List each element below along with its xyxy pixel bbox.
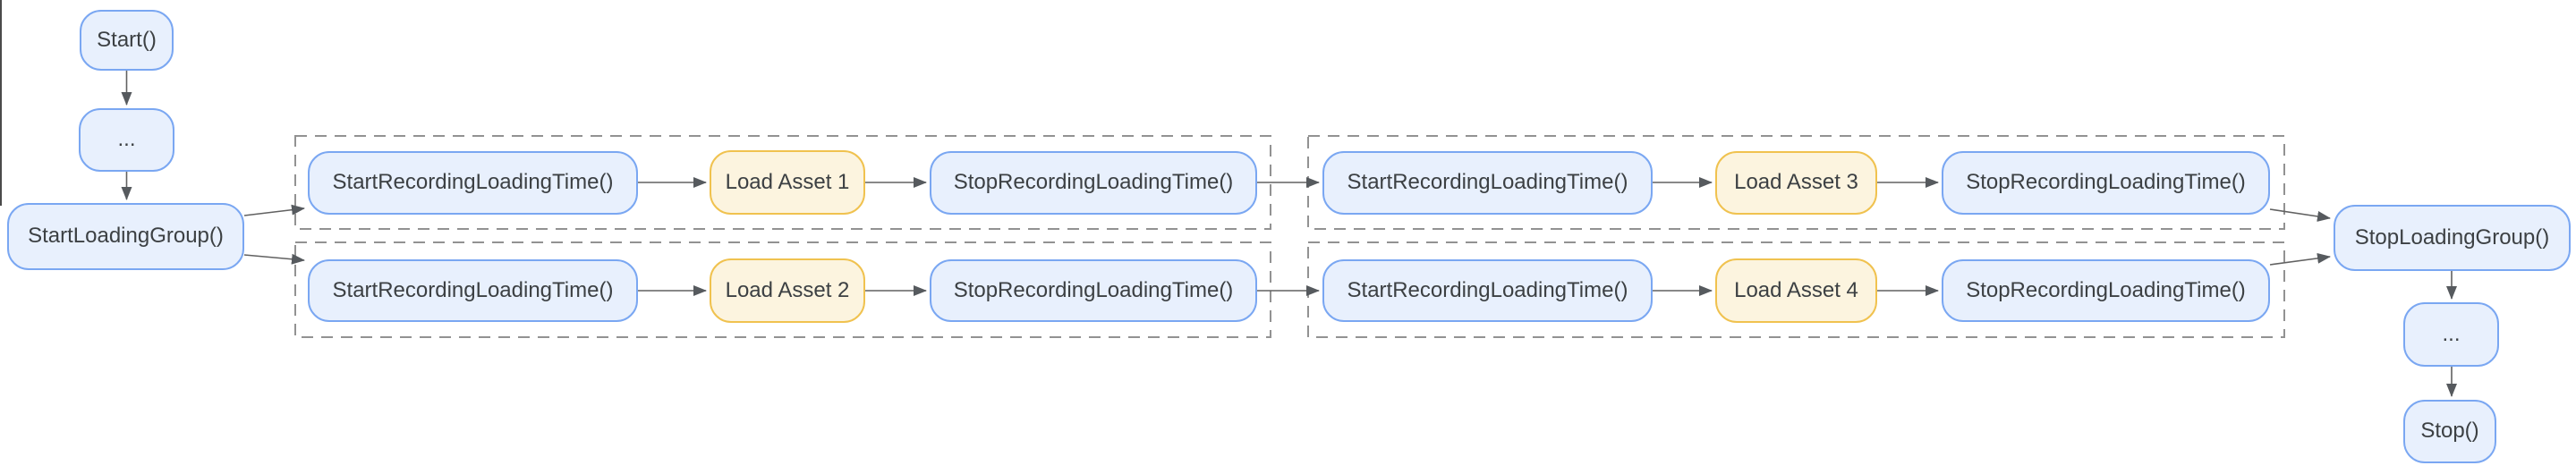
node-g2r1-stop-recording: StopRecordingLoadingTime() — [1942, 151, 2270, 215]
node-start-loading-group: StartLoadingGroup() — [7, 203, 244, 270]
node-g1r2-stop-recording: StopRecordingLoadingTime() — [930, 259, 1257, 322]
node-stop-loading-group: StopLoadingGroup() — [2334, 205, 2571, 271]
node-ellipsis-after: ... — [2403, 302, 2499, 367]
loading-group-1-row-1-boundary — [294, 135, 1271, 230]
node-load-asset-4: Load Asset 4 — [1715, 258, 1877, 323]
node-load-asset-2: Load Asset 2 — [710, 258, 865, 323]
node-start: Start() — [80, 10, 174, 71]
node-g2r1-start-recording: StartRecordingLoadingTime() — [1322, 151, 1653, 215]
node-g1r1-start-recording: StartRecordingLoadingTime() — [308, 151, 638, 215]
node-load-asset-3: Load Asset 3 — [1715, 151, 1877, 215]
node-stop: Stop() — [2403, 400, 2496, 463]
node-g2r2-stop-recording: StopRecordingLoadingTime() — [1942, 259, 2270, 322]
node-g2r2-start-recording: StartRecordingLoadingTime() — [1322, 259, 1653, 322]
arrow-startloadinggroup-to-row2 — [243, 253, 305, 265]
node-g1r2-start-recording: StartRecordingLoadingTime() — [308, 259, 638, 322]
arrow-g2r1-to-stoploadinggroup — [2269, 208, 2331, 222]
loading-group-1-row-2-boundary — [294, 241, 1271, 338]
node-load-asset-1: Load Asset 1 — [710, 150, 865, 215]
arrow-g2r2-to-stoploadinggroup — [2269, 252, 2331, 266]
arrow-startloadinggroup-to-row1 — [243, 204, 305, 216]
node-ellipsis-before: ... — [79, 108, 174, 172]
node-g1r1-stop-recording: StopRecordingLoadingTime() — [930, 151, 1257, 215]
